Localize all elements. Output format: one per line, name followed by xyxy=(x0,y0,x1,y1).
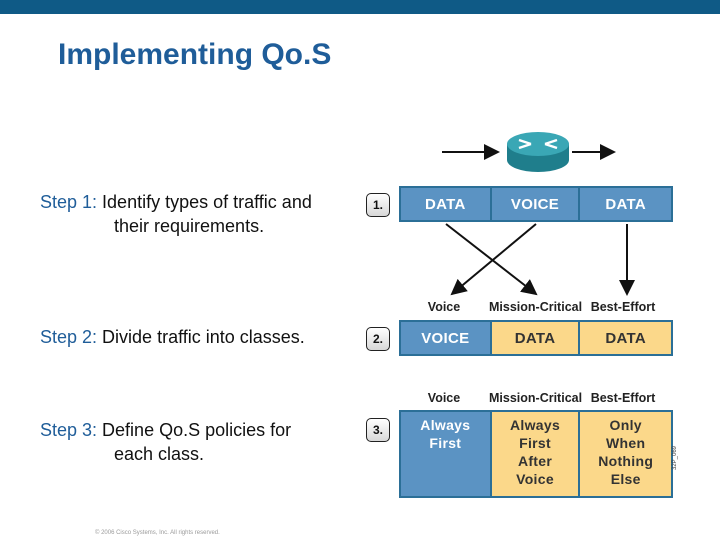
policy-cell-voice: Always First xyxy=(401,412,490,496)
policy-voice-line-2: First xyxy=(429,435,462,451)
page-title: Implementing Qo.S xyxy=(58,38,332,71)
step-3-description: Define Qo.S policies for xyxy=(97,420,292,440)
traffic-cell-2: VOICE xyxy=(491,188,579,220)
policy-mc-line-2: First xyxy=(519,435,551,451)
policy-mc-line-1: Always xyxy=(509,417,561,433)
traffic-row-step-1: DATA VOICE DATA xyxy=(399,186,673,222)
policy-row-step-3: Always First Always First After Voice On… xyxy=(399,410,673,498)
class-label-voice: Voice xyxy=(427,300,461,314)
policy-cell-best-effort: Only When Nothing Else xyxy=(580,412,672,496)
traffic-cell-3: DATA xyxy=(580,188,672,220)
router-icon xyxy=(507,132,569,172)
step-1-continuation: their requirements. xyxy=(114,216,265,236)
step-1-description: Identify types of traffic and xyxy=(97,192,312,212)
arrow-data-to-mission-critical xyxy=(445,223,538,296)
policy-be-line-3: Nothing xyxy=(598,453,654,469)
traffic-cell-1: DATA xyxy=(401,188,490,220)
class-labels: Voice Mission-Critical Best-Effort xyxy=(399,300,673,314)
step-1-prefix: Step 1: xyxy=(40,192,98,212)
policy-be-line-1: Only xyxy=(609,417,642,433)
step-2-prefix: Step 2: xyxy=(40,327,98,347)
class-cell-3: DATA xyxy=(580,322,672,354)
step-1-text: Step 1: Identify types of traffic and th… xyxy=(40,190,312,238)
step-3-text: Step 3: Define Qo.S policies for each cl… xyxy=(40,418,291,466)
step-3-continuation: each class. xyxy=(114,444,205,464)
step-3-badge: 3. xyxy=(366,418,390,442)
class-cell-2: DATA xyxy=(491,322,579,354)
class-cell-1: VOICE xyxy=(401,322,490,354)
policy-be-line-4: Else xyxy=(610,471,641,487)
class-label-mission-critical: Mission-Critical xyxy=(489,300,583,314)
policy-label-best-effort: Best-Effort xyxy=(590,391,656,405)
arrow-voice-to-voice xyxy=(450,223,537,296)
policy-label-voice: Voice xyxy=(427,391,461,405)
step-2-text: Step 2: Divide traffic into classes. xyxy=(40,325,305,349)
copyright-notice: © 2006 Cisco Systems, Inc. All rights re… xyxy=(95,530,220,536)
step-3-prefix: Step 3: xyxy=(40,420,98,440)
top-banner xyxy=(0,0,720,14)
figure-id: 32P_069 xyxy=(672,445,678,470)
class-label-best-effort: Best-Effort xyxy=(590,300,656,314)
policy-mc-line-4: Voice xyxy=(516,471,554,487)
step-2-description: Divide traffic into classes. xyxy=(97,327,305,347)
policy-labels: Voice Mission-Critical Best-Effort xyxy=(399,391,673,405)
policy-be-line-2: When xyxy=(606,435,646,451)
policy-voice-line-1: Always xyxy=(420,417,471,433)
step-1-badge: 1. xyxy=(366,193,390,217)
step-2-badge: 2. xyxy=(366,327,390,351)
class-row-step-2: VOICE DATA DATA xyxy=(399,320,673,356)
policy-cell-mission-critical: Always First After Voice xyxy=(491,412,579,496)
policy-mc-line-3: After xyxy=(517,453,553,469)
policy-label-mission-critical: Mission-Critical xyxy=(489,391,583,405)
